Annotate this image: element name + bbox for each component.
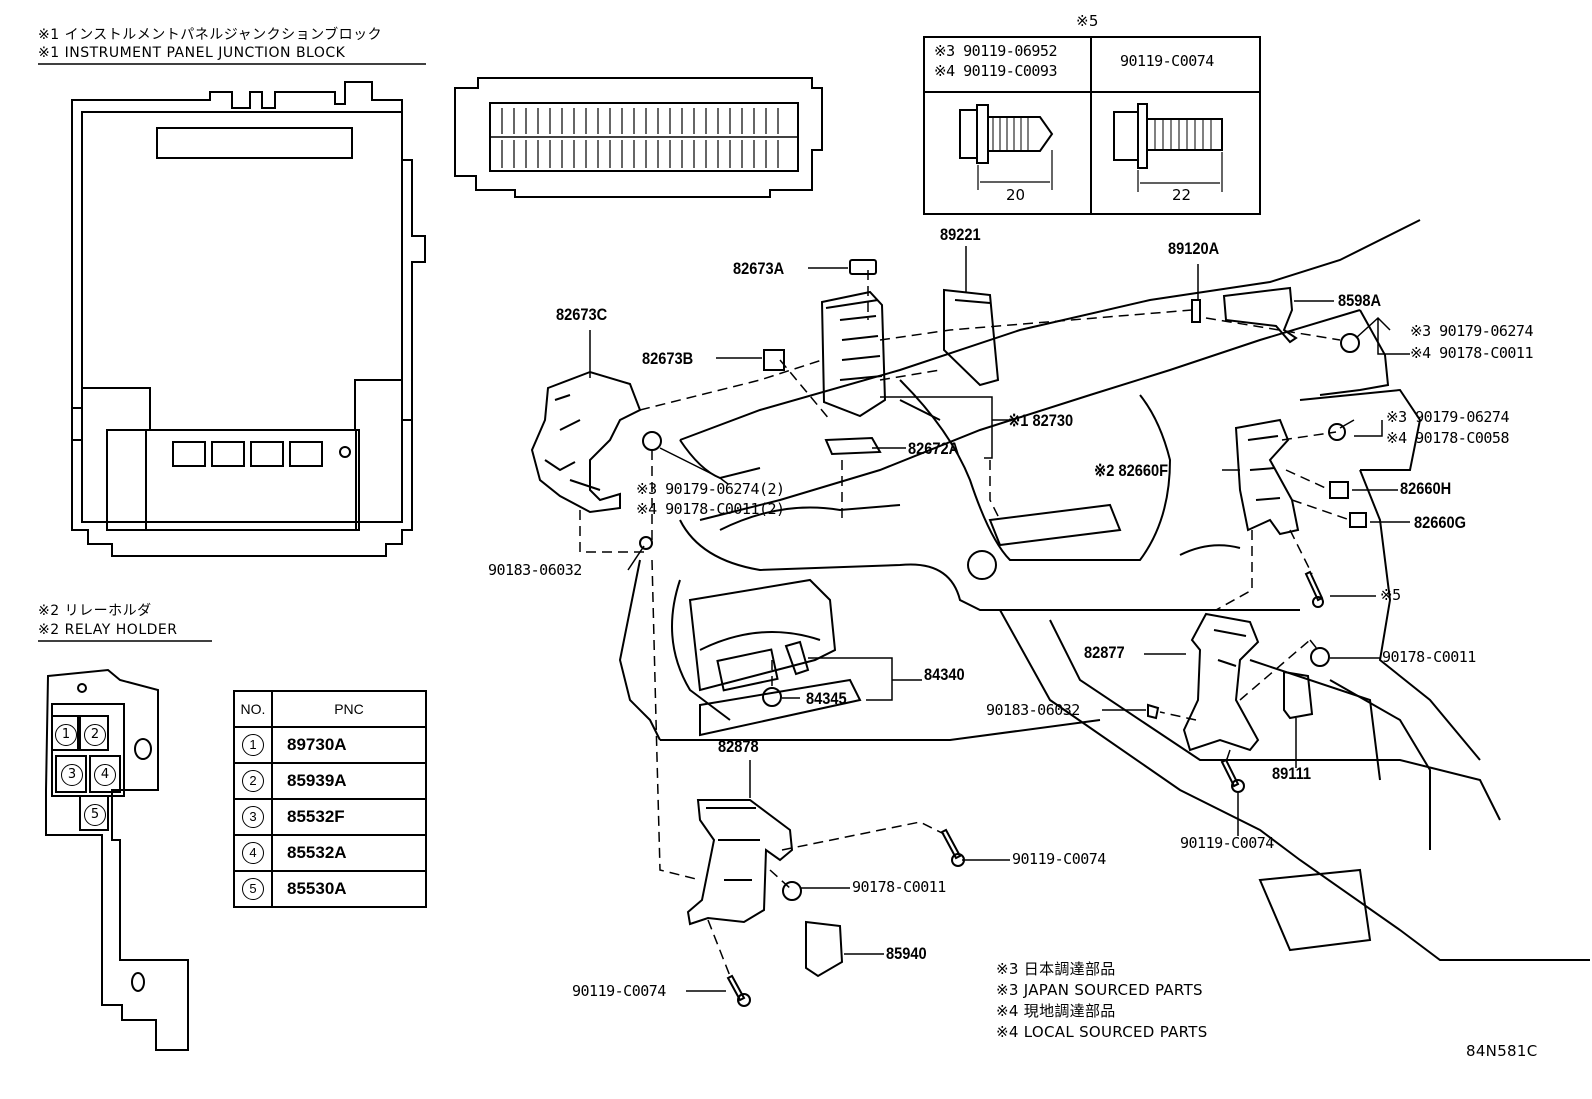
col-pnc-header: PNC xyxy=(271,690,427,728)
callout-8598A: 8598A xyxy=(1338,291,1382,310)
row-number: 2 xyxy=(242,770,264,792)
note-local-en: ※4 LOCAL SOURCED PARTS xyxy=(996,1023,1208,1041)
assembly-dashed-lines xyxy=(579,270,1351,977)
note-local-jp: ※4 現地調達部品 xyxy=(996,1002,1116,1020)
row-pnc: 85939A xyxy=(271,762,427,800)
junction-block-front-view xyxy=(71,81,426,557)
note-japan-jp: ※3 日本調達部品 xyxy=(996,960,1116,978)
relay-slot-4: 4 xyxy=(94,764,116,786)
callout-85940: 85940 xyxy=(886,944,927,963)
callout-90178-C0011-2: ※4 90178-C0011(2) xyxy=(636,500,785,518)
relay-header-jp: ※2 リレーホルダ xyxy=(38,603,152,619)
callout-82878: 82878 xyxy=(718,737,759,756)
callout-82660F: ※2 82660F xyxy=(1094,461,1169,480)
callout-90183-06032-a: 90183-06032 xyxy=(488,561,582,579)
bolt-right-part: 90119-C0074 xyxy=(1120,52,1214,70)
bolt-right-length: 22 xyxy=(1172,186,1192,204)
table-row: 3 85532F xyxy=(233,798,427,836)
relay-slot-1: 1 xyxy=(55,724,77,746)
row-number: 4 xyxy=(242,842,264,864)
callout-90178-C0011-a: ※4 90178-C0011 xyxy=(1410,344,1533,362)
junction-block-top-view xyxy=(454,77,823,198)
figure-code: 84N581C xyxy=(1466,1042,1538,1060)
instrument-panel-outline xyxy=(618,219,1590,961)
relay-header-en: ※2 RELAY HOLDER xyxy=(38,622,178,638)
callout-90179-06274-b: ※3 90179-06274 xyxy=(1386,408,1509,426)
row-pnc: 85532F xyxy=(271,798,427,836)
relay-slot-2: 2 xyxy=(84,724,106,746)
leader-lines xyxy=(589,246,1410,992)
callout-89120A: 89120A xyxy=(1168,239,1220,258)
callout-82673C: 82673C xyxy=(556,305,608,324)
callout-90119-C0074-b: 90119-C0074 xyxy=(572,982,666,1000)
relay-holder-drawing xyxy=(45,668,189,1051)
callout-90178-C0011-r: 90178-C0011 xyxy=(1382,648,1476,666)
row-pnc: 85530A xyxy=(271,870,427,908)
relay-slot-5: 5 xyxy=(84,804,106,826)
callout-82672A: 82672A xyxy=(908,439,960,458)
callout-84340: 84340 xyxy=(924,665,965,684)
note-japan-en: ※3 JAPAN SOURCED PARTS xyxy=(996,981,1203,999)
col-no-header: NO. xyxy=(233,690,273,728)
callout-82673B: 82673B xyxy=(642,349,694,368)
pnc-table: NO. PNC 1 89730A 2 85939A 3 85532F 4 855… xyxy=(233,690,427,908)
callout-90178-C0011-m: 90178-C0011 xyxy=(852,878,946,896)
row-number: 1 xyxy=(242,734,264,756)
ijb-header-en: ※1 INSTRUMENT PANEL JUNCTION BLOCK xyxy=(38,45,346,61)
callout-82660G: 82660G xyxy=(1414,513,1467,532)
row-number: 3 xyxy=(242,806,264,828)
pnc-table-header: NO. PNC xyxy=(233,690,427,728)
callout-90119-C0074-r: 90119-C0074 xyxy=(1180,834,1274,852)
callout-90119-C0074-m: 90119-C0074 xyxy=(1012,850,1106,868)
callout-90178-C0058: ※4 90178-C0058 xyxy=(1386,429,1509,447)
bolt-detail-drawings xyxy=(959,103,1223,192)
component-drawings xyxy=(530,259,1367,1007)
callout-90183-06032-b: 90183-06032 xyxy=(986,701,1080,719)
bolt-left-part-1: ※3 90119-06952 xyxy=(934,42,1057,60)
table-row: 5 85530A xyxy=(233,870,427,908)
ijb-header-jp: ※1 インストルメントパネルジャンクションブロック xyxy=(38,27,383,43)
row-pnc: 89730A xyxy=(271,726,427,764)
table-row: 2 85939A xyxy=(233,762,427,800)
row-number: 5 xyxy=(242,878,264,900)
row-pnc: 85532A xyxy=(271,834,427,872)
callout-82673A: 82673A xyxy=(733,259,785,278)
callout-90179-06274-2: ※3 90179-06274(2) xyxy=(636,480,785,498)
table-row: 1 89730A xyxy=(233,726,427,764)
callout-89111: 89111 xyxy=(1272,764,1312,783)
callout-82660H: 82660H xyxy=(1400,479,1452,498)
callout-84345: 84345 xyxy=(806,689,847,708)
bolt-box-mark: ※5 xyxy=(1076,12,1099,30)
table-row: 4 85532A xyxy=(233,834,427,872)
relay-slot-3: 3 xyxy=(61,764,83,786)
callout-90179-06274-a: ※3 90179-06274 xyxy=(1410,322,1533,340)
callout-82877: 82877 xyxy=(1084,643,1125,662)
bolt-left-length: 20 xyxy=(1006,186,1026,204)
bolt-left-part-2: ※4 90119-C0093 xyxy=(934,62,1057,80)
callout-89221: 89221 xyxy=(940,225,981,244)
bolt-detail-box xyxy=(923,36,1261,215)
callout-bolt-ref-5: ※5 xyxy=(1380,586,1401,604)
callout-82730: ※1 82730 xyxy=(1008,411,1074,430)
